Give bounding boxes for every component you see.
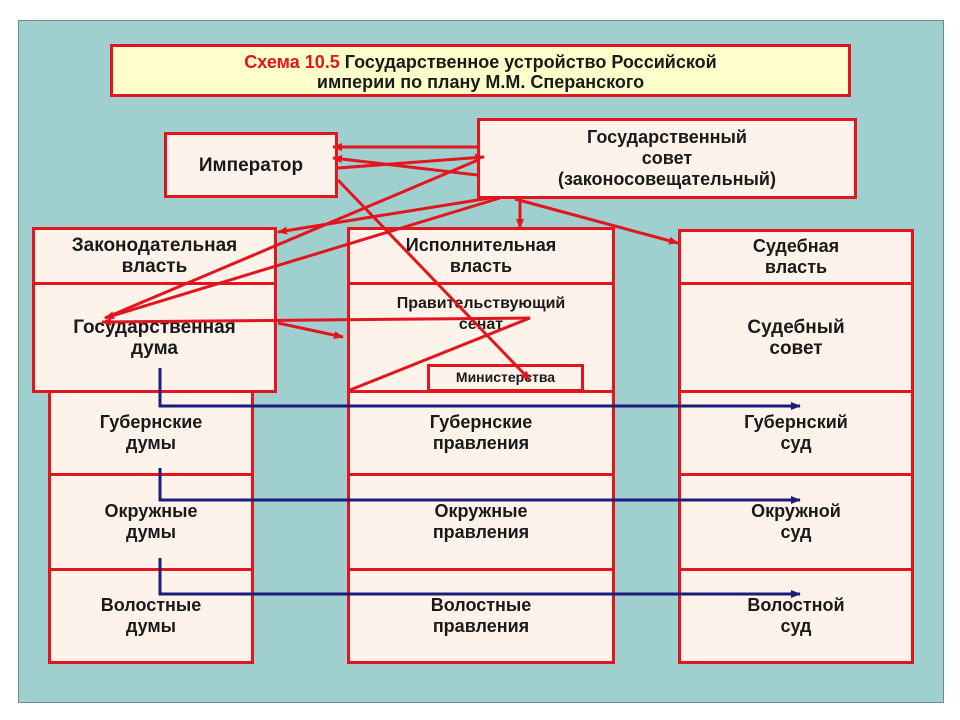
arrow-duma-to-senate: [277, 321, 344, 340]
arrow-duma-to-senate-from-senate: [101, 316, 531, 326]
line-council-to-duma-upper: [104, 158, 479, 320]
emperor-box: Император: [164, 132, 338, 198]
arrow-council-to-judicial: [514, 197, 679, 245]
arrow-okrug-dumas-to-volost-court: [158, 558, 801, 598]
okrug-dumas-box: Окружные думы: [48, 473, 254, 571]
state-duma-box: Государственная дума: [32, 282, 277, 393]
volost-administrations-box: Волостные правления: [347, 568, 615, 664]
state-council-box: Государственный совет (законосовещательн…: [477, 118, 857, 199]
arrow-gubernia-dumas-to-okrug-court: [158, 468, 801, 504]
arrow-emperor-to-ministries: [336, 178, 532, 382]
judicial-header: Судебная власть: [678, 229, 914, 285]
arrow-council-to-duma: [104, 196, 501, 320]
title-line2: империи по плану М.М. Сперанского: [316, 72, 645, 92]
legislative-header: Законодательная власть: [32, 227, 277, 285]
title-line1: Государственное устройство Российской: [344, 52, 717, 72]
diagram-title: Схема 10.5 Государственное устройство Ро…: [110, 44, 851, 97]
arrow-emperor-to-council: [337, 153, 485, 170]
title-label: Схема 10.5: [244, 52, 340, 72]
volost-court-box: Волостной суд: [678, 568, 914, 664]
line-senate-to-duma: [349, 316, 531, 392]
arrow-duma-to-gubernia-court: [158, 368, 801, 410]
arrow-council-to-legislative: [277, 196, 491, 235]
gubernia-administrations-box: Губернские правления: [347, 390, 615, 476]
volost-dumas-box: Волостные думы: [48, 568, 254, 664]
